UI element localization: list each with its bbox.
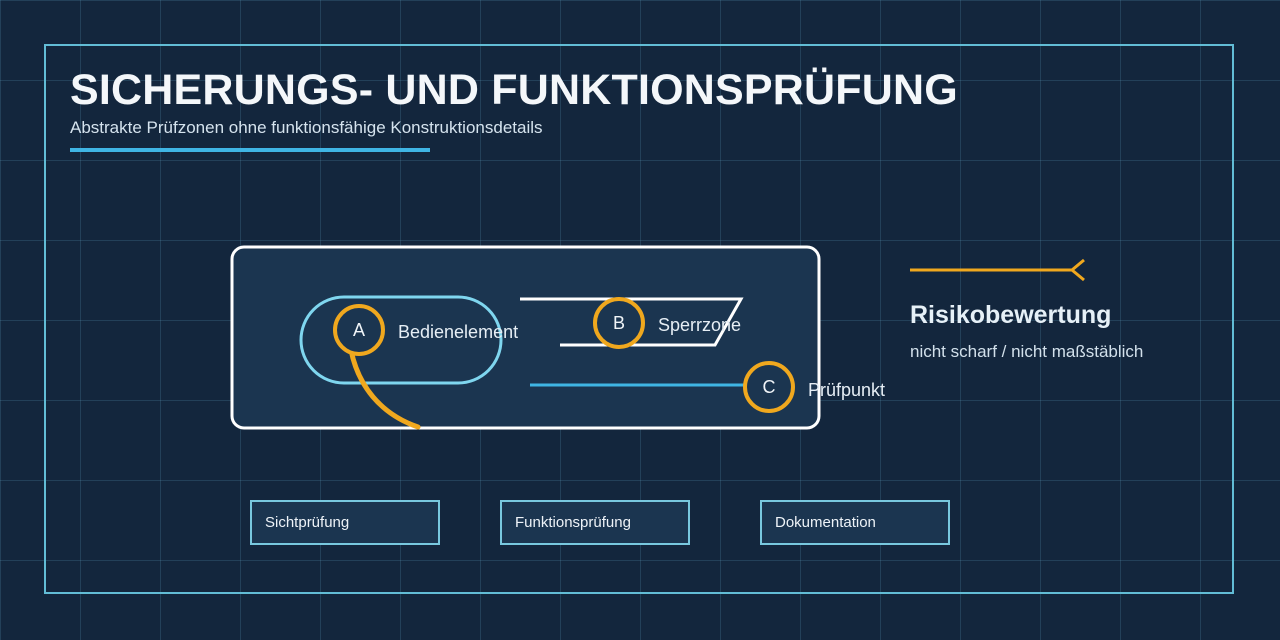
node-a-marker	[333, 304, 385, 356]
risk-arrow-head	[1069, 258, 1085, 282]
step-documentation[interactable]: Dokumentation	[760, 500, 950, 545]
node-c-label: Prüfpunkt	[808, 380, 885, 400]
outer-frame	[44, 44, 1234, 594]
control-zone-pill	[299, 295, 503, 385]
node-a-letter: A	[353, 320, 365, 340]
main-panel	[230, 245, 821, 430]
step-function-test[interactable]: Funktionsprüfung	[500, 500, 690, 545]
node-b-letter: B	[613, 313, 625, 333]
page-title: SICHERUNGS- UND FUNKTIONSPRÜFUNG	[70, 66, 958, 114]
risk-arrow	[910, 258, 1085, 282]
page-subtitle: Abstrakte Prüfzonen ohne funktionsfähige…	[70, 118, 543, 137]
node-c-letter: C	[763, 377, 776, 397]
title-underline	[70, 148, 430, 152]
risk-note: nicht scharf / nicht maßstäblich	[910, 342, 1144, 361]
node-a-label: Bedienelement	[398, 322, 518, 342]
lock-zone-shape	[520, 297, 744, 347]
node-b-marker	[593, 297, 645, 349]
node-b-label: Sperrzone	[658, 315, 741, 335]
node-c-marker	[743, 361, 795, 413]
connector-curve	[348, 347, 421, 430]
step-visual-inspection[interactable]: Sichtprüfung	[250, 500, 440, 545]
risk-title: Risikobewertung	[910, 301, 1112, 329]
